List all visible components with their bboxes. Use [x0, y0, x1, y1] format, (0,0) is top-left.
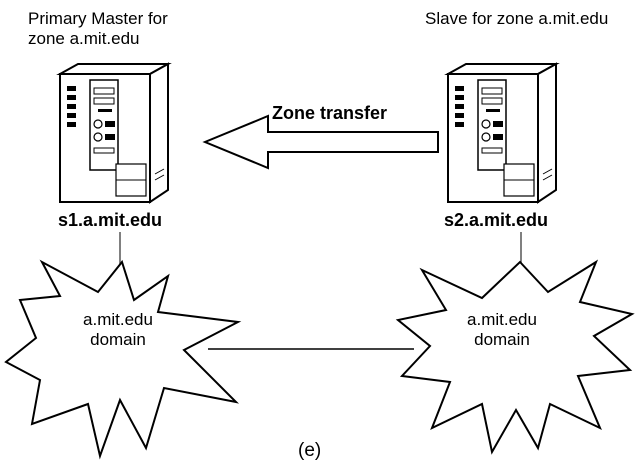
server-s1-icon	[59, 63, 169, 203]
slave-caption: Slave for zone a.mit.edu	[425, 9, 609, 28]
domain-left-starburst	[4, 259, 242, 460]
domain-right-line-1: a.mit.edu	[467, 310, 537, 329]
zone-transfer-arrow	[202, 114, 439, 170]
domain-left-line-2: domain	[90, 329, 146, 349]
primary-master-caption: Primary Master for zone a.mit.edu	[28, 9, 168, 48]
caption-line-1: Primary Master for	[28, 9, 168, 28]
server-s1-name: s1.a.mit.edu	[58, 210, 163, 230]
server-s2-icon	[447, 63, 557, 203]
zone-transfer-label: Zone transfer	[272, 103, 388, 123]
figure-label: (e)	[298, 440, 322, 461]
domain-left-label: a.mit.edu domain	[56, 310, 180, 349]
domain-right-label: a.mit.edu domain	[442, 310, 562, 349]
domain-right-line-2: domain	[474, 329, 530, 349]
domain-right-starburst	[395, 259, 635, 455]
domain-left-line-1: a.mit.edu	[83, 310, 153, 329]
caption-line-2: zone a.mit.edu	[28, 28, 140, 48]
server-s2-name: s2.a.mit.edu	[444, 210, 549, 230]
